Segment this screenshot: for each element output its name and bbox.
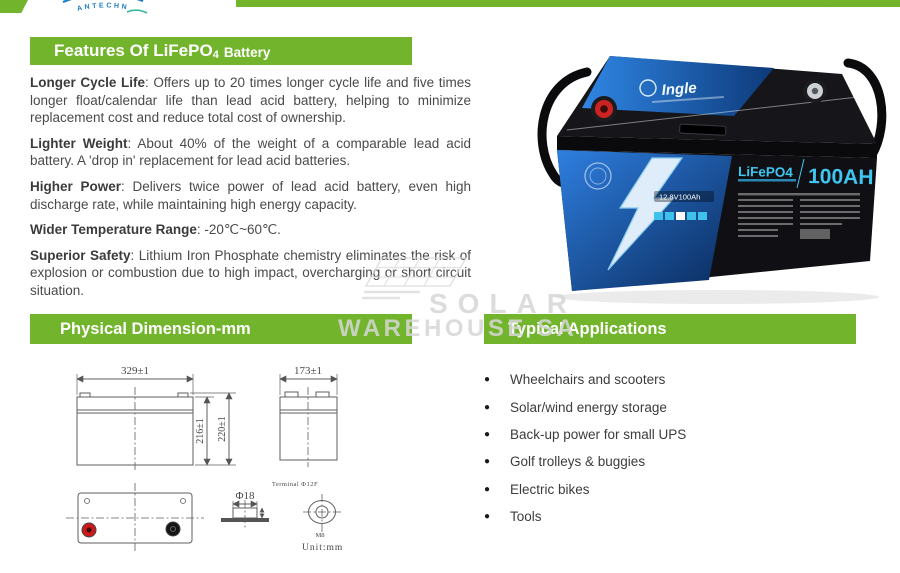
physical-dimension-banner: Physical Dimension-mm [30, 314, 412, 344]
feature-paragraph: Higher Power: Delivers twice power of le… [30, 178, 471, 213]
svg-text:ANTECHN: ANTECHN [76, 2, 129, 12]
brand-subtitle-bar [652, 95, 724, 103]
drawing-top-view [66, 483, 204, 553]
battery-lid-lip [557, 136, 877, 158]
feature-body: : Offers up to 20 times longer cycle lif… [30, 75, 471, 126]
application-label: Electric bikes [510, 481, 590, 497]
dim-height-outer: 220±1 [217, 416, 228, 442]
physical-dimension-title: Physical Dimension-mm [60, 319, 251, 338]
feature-paragraph: Superior Safety: Lithium Iron Phosphate … [30, 247, 471, 300]
list-item: ● Golf trolleys & buggies [484, 448, 884, 475]
battery-capacity-text: 100AH [808, 165, 874, 189]
terminal-thread-label: M8 [315, 532, 324, 539]
application-label: Tools [510, 509, 542, 525]
typical-applications-banner: Typical Applications [484, 314, 856, 344]
feature-body: : Delivers twice power of lead acid batt… [30, 178, 471, 212]
features-title-subscript: 4 [212, 49, 219, 61]
application-label: Golf trolleys & buggies [510, 454, 646, 470]
feature-label: Wider Temperature Range [30, 222, 197, 238]
header-green-bar [236, 0, 900, 7]
terminal-diameter-label: Φ18 [235, 490, 255, 502]
feature-paragraph: Lighter Weight: About 40% of the weight … [30, 135, 471, 170]
list-item: ● Electric bikes [484, 476, 884, 503]
application-label: Solar/wind energy storage [510, 399, 667, 415]
feature-label: Lighter Weight [30, 135, 128, 151]
drawing-side-view [279, 374, 338, 467]
feature-label: Longer Cycle Life [30, 75, 146, 90]
battery-top-label [582, 56, 774, 116]
brand-logo-cropped: ANTECHN [62, 0, 148, 14]
drawing-terminal-detail [221, 494, 341, 532]
features-title-tail: Battery [223, 44, 271, 60]
brand-name-text: Ingle [661, 80, 697, 99]
list-item: ● Solar/wind energy storage [484, 393, 884, 420]
bullet-icon: ● [484, 511, 491, 523]
certification-chips [654, 212, 707, 220]
dim-side-width: 173±1 [294, 365, 322, 377]
spec-pill [654, 191, 714, 202]
dim-height-inner: 216±1 [195, 418, 206, 444]
chemistry-subtitle-bar [738, 179, 796, 182]
terminal-note-label: Terminal Φ12F [272, 481, 318, 488]
feature-label: Higher Power [30, 178, 121, 194]
features-title-main: Features Of LiFePO [54, 41, 213, 60]
battery-chemistry-text: LiFePO4 [738, 164, 794, 180]
feature-body: : -20℃~60℃. [196, 222, 281, 238]
features-text-block: Longer Cycle Life: Offers up to 20 times… [30, 74, 471, 308]
applications-list: ● Wheelchairs and scooters ● Solar/wind en… [484, 366, 884, 530]
label-emblem-inner [589, 167, 607, 185]
clipped-product-title-text: LiFePO4 12.8V100AH [604, 0, 884, 10]
feature-body: : About 40% of the weight of a comparabl… [30, 135, 471, 169]
spec-table-lines [738, 193, 860, 239]
battery-product-image: Ingle 12.8V100Ah [537, 56, 887, 304]
battery-right-handle [843, 58, 887, 160]
label-emblem-icon [584, 162, 612, 190]
battery-vent-screen [679, 123, 727, 136]
feature-paragraph: Wider Temperature Range: -20℃~60℃. [30, 221, 471, 239]
dim-front-width: 329±1 [121, 365, 149, 377]
label-divider-line [796, 158, 805, 189]
bullet-icon: ● [484, 401, 491, 413]
bullet-icon: ● [484, 456, 491, 468]
drawing-front-view [76, 374, 236, 472]
typical-applications-title: Typical Applications [508, 319, 667, 338]
bullet-icon: ● [484, 483, 491, 495]
battery-terminal-positive [591, 96, 617, 122]
lightning-bolt-icon [607, 157, 684, 271]
brand-emblem-icon [639, 79, 657, 97]
application-label: Back-up power for small UPS [510, 426, 687, 442]
header-green-chip [0, 0, 28, 13]
feature-paragraph: Longer Cycle Life: Offers up to 20 times… [30, 74, 471, 127]
list-item: ● Back-up power for small UPS [484, 421, 884, 448]
clipped-product-title: LiFePO4 12.8V100AH [478, 0, 890, 10]
bullet-icon: ● [484, 374, 491, 386]
battery-terminal-negative [803, 79, 827, 103]
unit-label: Unit:mm [302, 543, 343, 553]
battery-spec-text: 12.8V100Ah [659, 193, 700, 202]
list-item: ● Tools [484, 503, 884, 530]
battery-shadow [555, 290, 879, 304]
dimension-drawings: 329±1 216±1 220±1 173±1 Terminal Φ12F Φ1… [66, 365, 343, 553]
bullet-icon: ● [484, 428, 491, 440]
feature-label: Superior Safety [30, 247, 131, 263]
application-label: Wheelchairs and scooters [510, 372, 666, 388]
logo-arc-text: ANTECHN [76, 2, 127, 12]
list-item: ● Wheelchairs and scooters [484, 366, 884, 393]
